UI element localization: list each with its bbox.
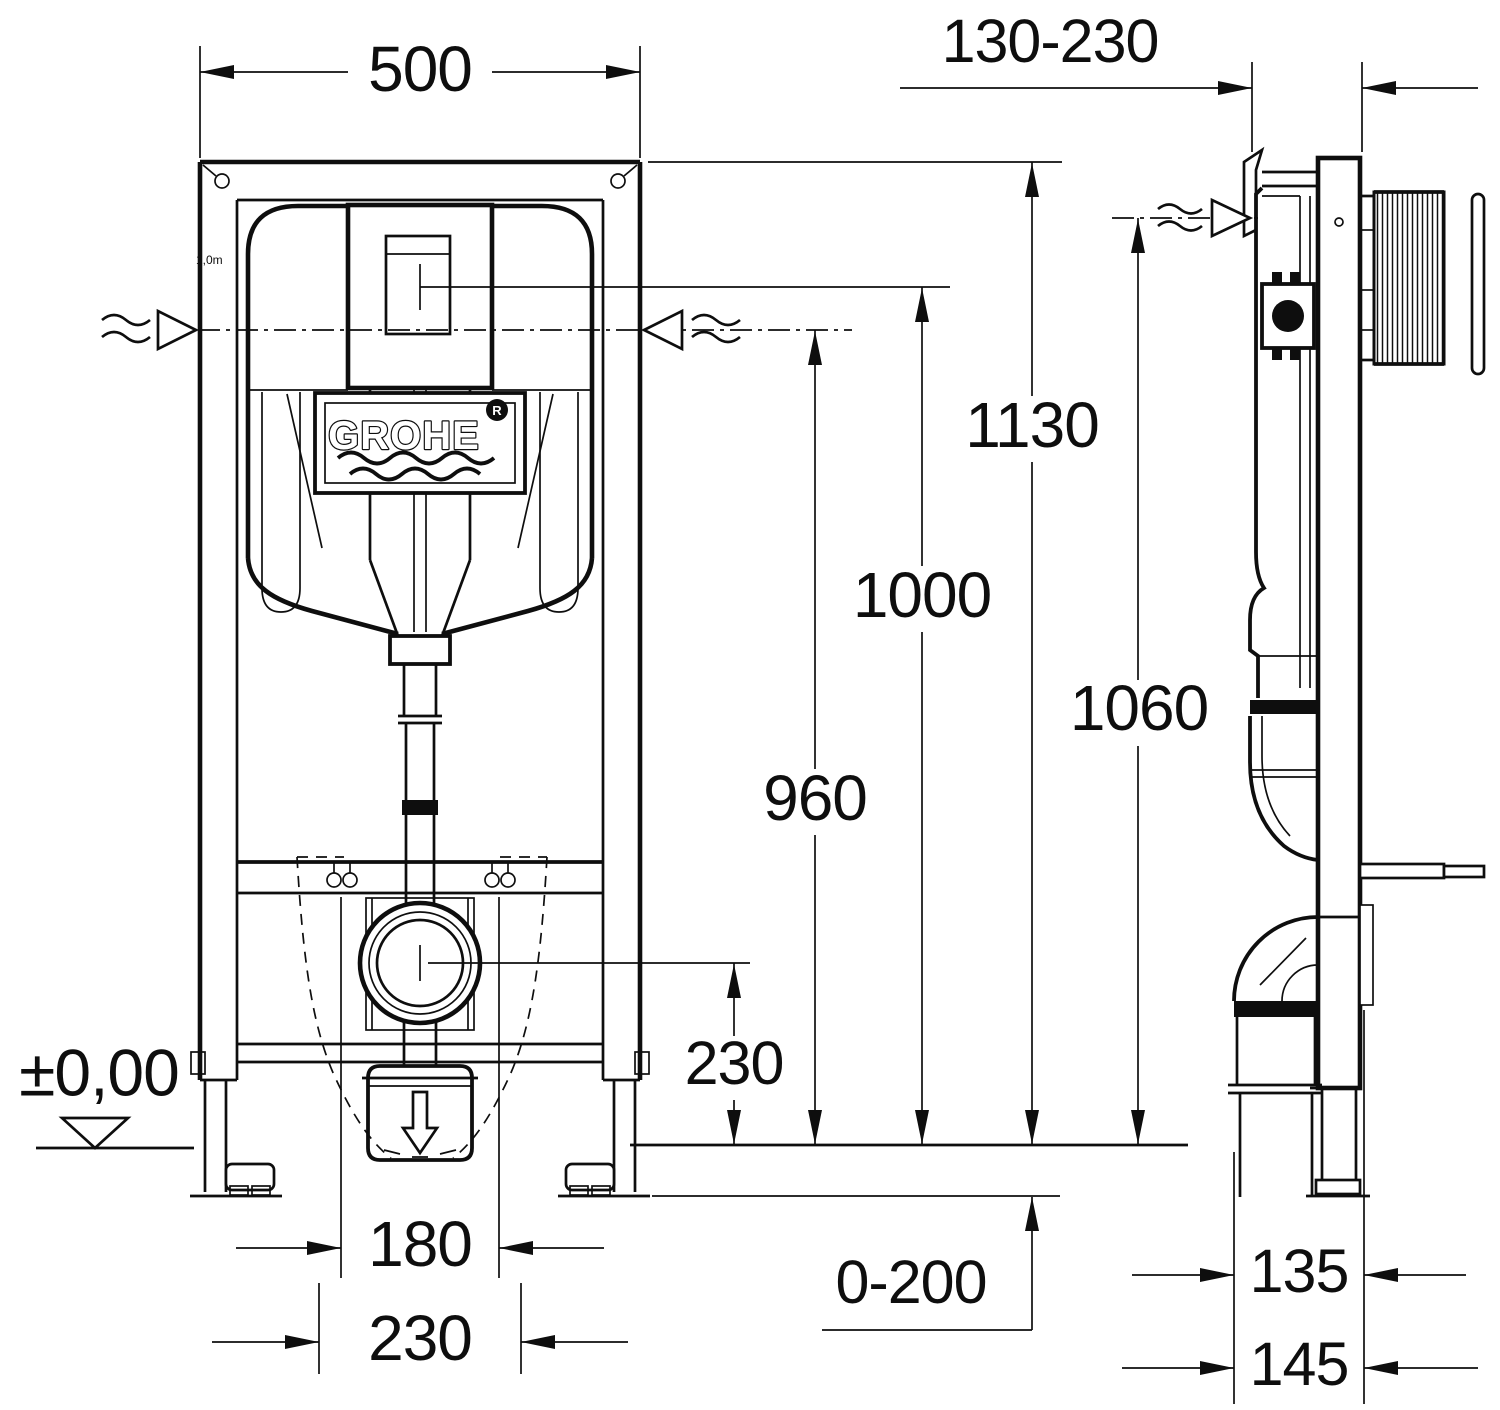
side-view (1112, 146, 1486, 1198)
side-fixture-box (1260, 272, 1316, 360)
cover-plate (1470, 192, 1486, 376)
pipe-seal-band (402, 800, 438, 815)
dim-height-actuator-center: 1000 (853, 559, 991, 631)
side-supply-symbol (1112, 197, 1258, 239)
logo-wave-1 (336, 450, 496, 466)
flush-actuator (345, 202, 495, 391)
grohe-logo-text: GROHE (328, 414, 480, 458)
leg-clamp-right (634, 1051, 650, 1075)
side-seal-band (1250, 700, 1318, 714)
frame-marking-label: 1,0m (196, 253, 223, 267)
floor-lines: ±0,00 (19, 1035, 1188, 1197)
side-foot (1306, 1086, 1370, 1198)
side-frame-rail (1315, 155, 1363, 1091)
dim-frame-width: 500 (368, 33, 472, 105)
dim-height-outlet-center: 230 (685, 1029, 784, 1097)
side-cistern-profile (1248, 186, 1319, 862)
drain-elbow (1228, 915, 1360, 1197)
dim-wall-distance-upper: 135 (1250, 1237, 1349, 1305)
actuator-window (384, 234, 452, 336)
dim-height-frame-top: 1130 (965, 389, 1099, 461)
registered-trademark-icon (486, 399, 508, 421)
dim-wall-distance-lower: 145 (1250, 1330, 1349, 1398)
flush-pipe (388, 634, 452, 903)
dim-outlet-spacing: 230 (368, 1302, 472, 1374)
dim-height-supply-side: 1060 (1070, 672, 1208, 744)
mounting-frame: 1,0m (190, 159, 650, 1198)
wc-bowl-outline (296, 856, 548, 1159)
flush-bend-protection-sleeve (1358, 190, 1446, 366)
flow-direction-arrow-icon (400, 1090, 440, 1156)
dim-floor-buildup: 0-200 (835, 1248, 986, 1316)
foot-left (224, 1162, 276, 1192)
fixing-bolt (326, 872, 342, 888)
mount-hole-right (610, 173, 626, 189)
datum-level-label: ±0,00 (19, 1035, 179, 1109)
wall-support-rod (1358, 862, 1486, 880)
leg-clamp-left (190, 1051, 206, 1075)
dim-bolt-spacing: 180 (368, 1208, 472, 1280)
fixing-bolt (500, 872, 516, 888)
fixing-bolt (342, 872, 358, 888)
supply-arrow-right-icon (640, 308, 684, 352)
registered-trademark-letter: R (492, 403, 502, 418)
water-supply-wave-icon (101, 313, 151, 327)
fixing-bolt (484, 872, 500, 888)
mount-hole-left (214, 173, 230, 189)
drain-assembly (357, 897, 483, 1162)
dim-height-water-supply: 960 (763, 762, 867, 834)
side-supply-arrow-icon (1210, 197, 1254, 239)
dim-installation-depth: 130-230 (942, 7, 1159, 75)
grohe-logo-plate: GROHE R (313, 391, 527, 495)
front-view: 1,0m (101, 159, 852, 1198)
logo-wave-2 (348, 466, 482, 482)
rear-foot-bracket (1359, 904, 1374, 1006)
dimensions: 500 130-230 1130 1000 960 (199, 7, 1478, 1404)
side-supply-wave-icon (1157, 203, 1203, 215)
foot-right (564, 1162, 616, 1192)
supply-arrow-left-icon (156, 308, 200, 352)
datum-triangle-icon (58, 1116, 132, 1150)
water-supply-symbols (101, 308, 852, 352)
